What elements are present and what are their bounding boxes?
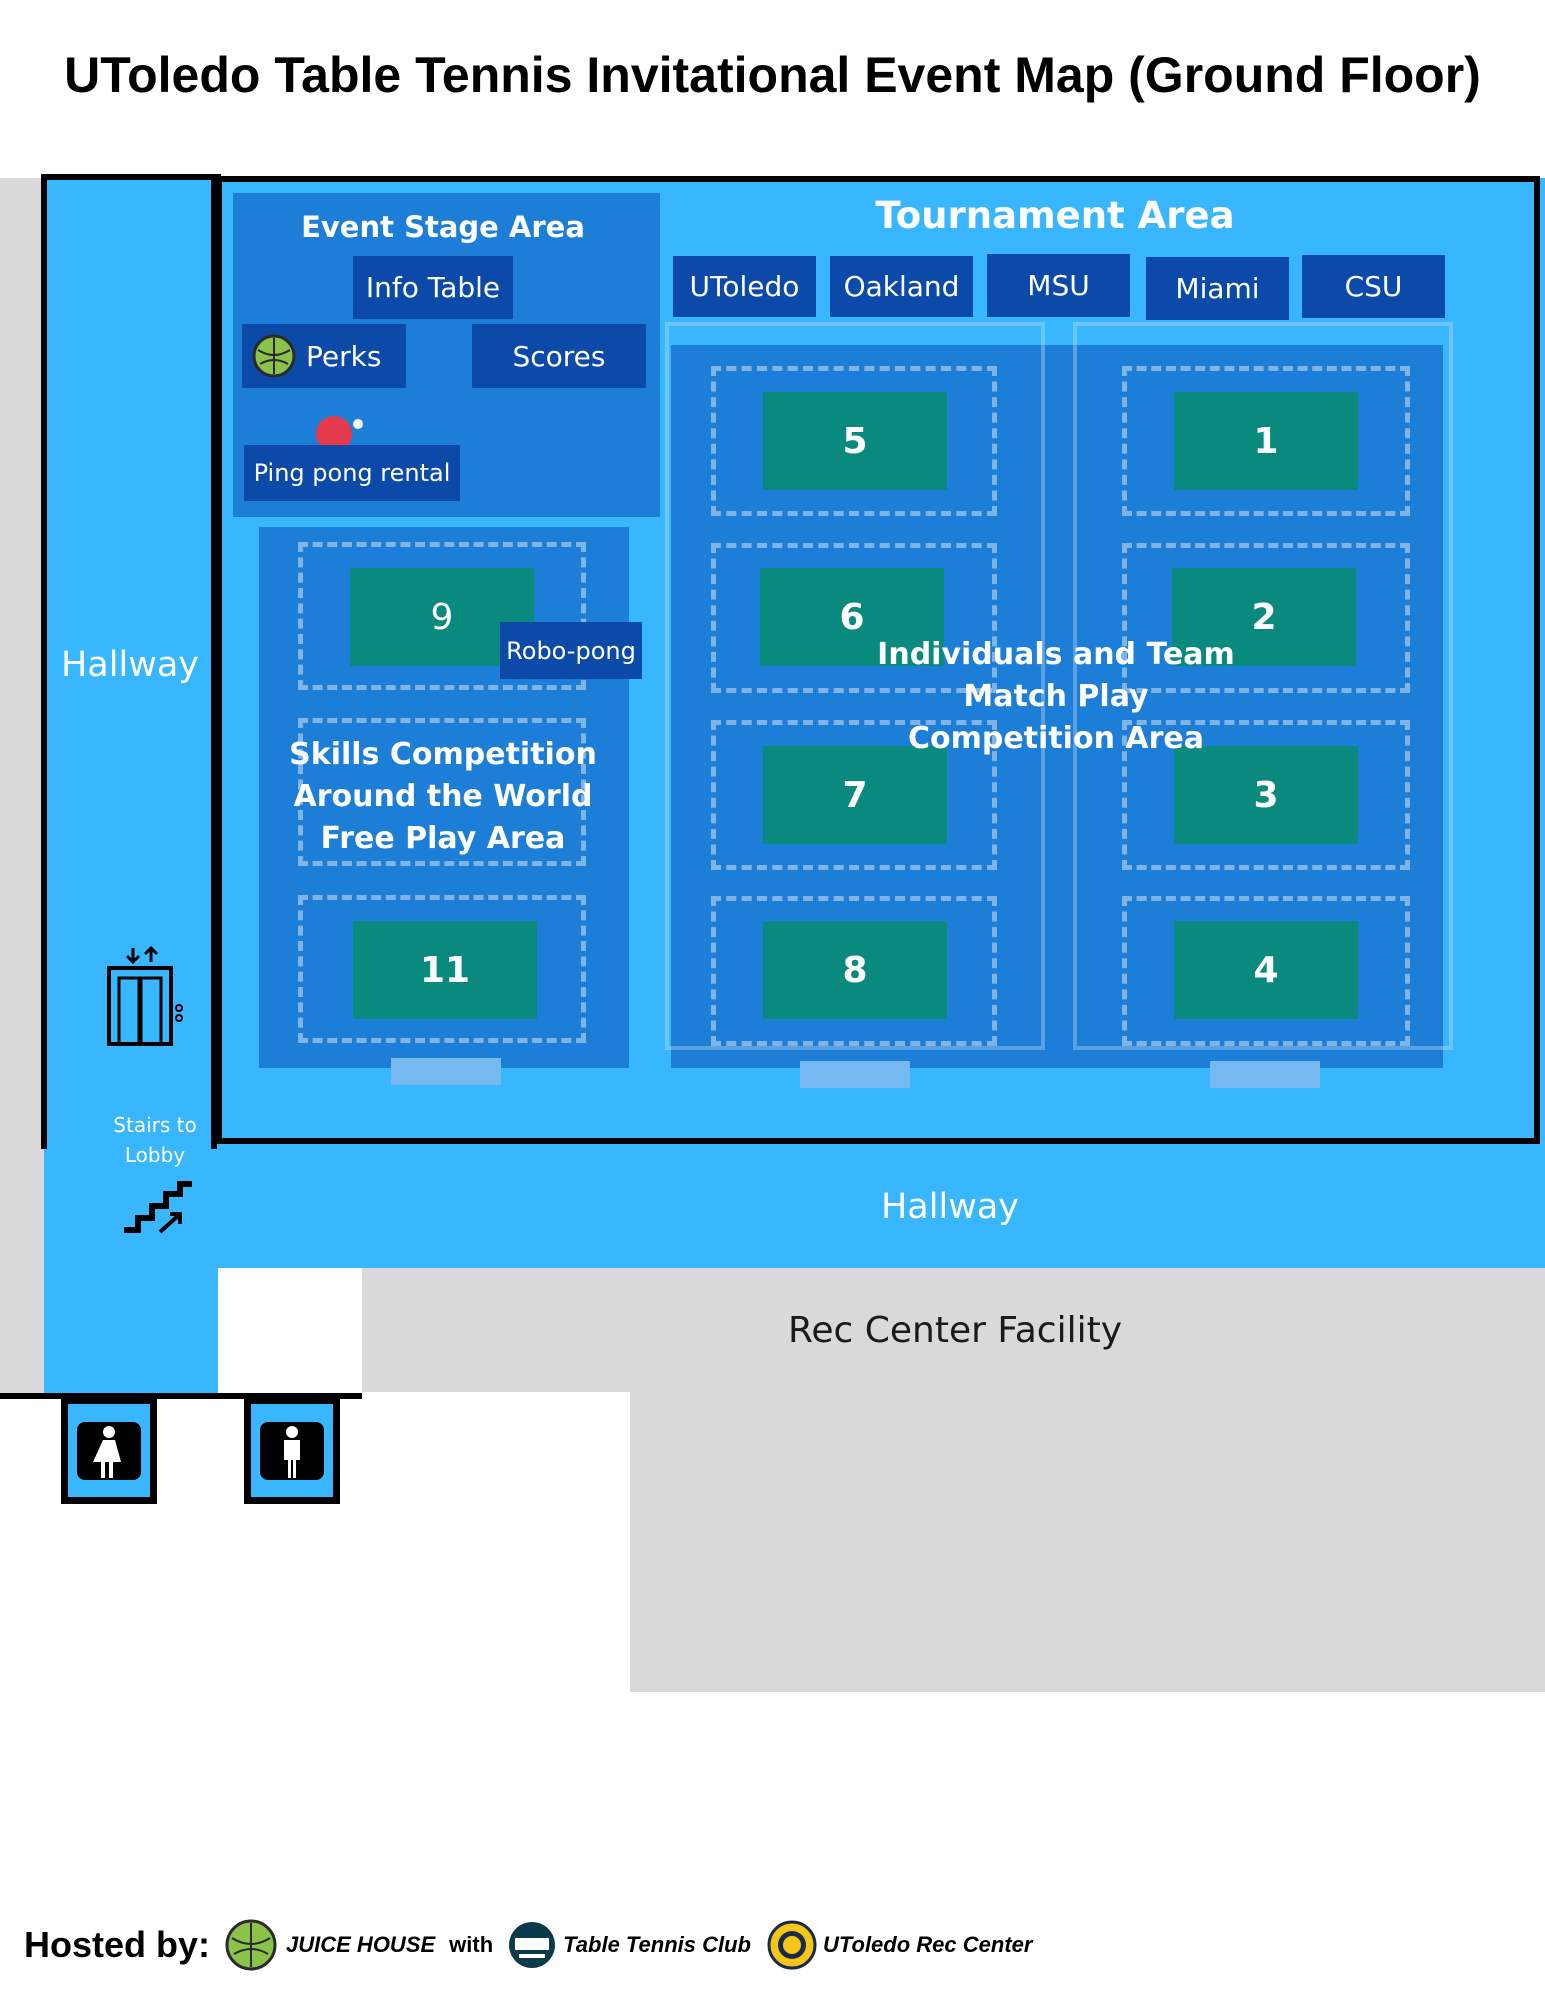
table-3: 3 bbox=[1174, 746, 1358, 844]
juice-house-logo bbox=[224, 1918, 278, 1972]
mens-restroom bbox=[244, 1397, 340, 1504]
court-bench-right bbox=[1210, 1061, 1320, 1088]
womens-restroom-icon bbox=[77, 1422, 141, 1480]
wall-top bbox=[41, 174, 221, 180]
table-7: 7 bbox=[763, 746, 947, 844]
womens-restroom bbox=[61, 1397, 157, 1504]
court-outline-right bbox=[1073, 322, 1453, 1050]
skills-label: Skills Competition Around the World Free… bbox=[268, 734, 618, 860]
table-11: 11 bbox=[353, 921, 537, 1019]
elevator-icon bbox=[105, 940, 185, 1050]
wall-inner bbox=[211, 174, 217, 1149]
hallway-bottom-label: Hallway bbox=[880, 1187, 1019, 1227]
court-lines-1 bbox=[1122, 366, 1410, 516]
court-lines-3 bbox=[1122, 720, 1410, 870]
table-4: 4 bbox=[1174, 921, 1358, 1019]
table-8: 8 bbox=[763, 921, 947, 1019]
table-6: 6 bbox=[760, 568, 944, 666]
with-label: with bbox=[449, 1932, 494, 1957]
sponsor-juice-house: JUICE HOUSE bbox=[286, 1932, 436, 1957]
rec-center-area bbox=[362, 1268, 1545, 1392]
court-lines-7 bbox=[711, 720, 997, 870]
sponsor-table-tennis-club: Table Tennis Club bbox=[563, 1932, 751, 1957]
perks-box: Perks bbox=[242, 324, 406, 388]
hallway-left-label: Hallway bbox=[60, 645, 199, 685]
court-lines-9 bbox=[298, 542, 586, 690]
table-2: 2 bbox=[1172, 568, 1356, 666]
team-msu: MSU bbox=[987, 254, 1130, 317]
page-title: UToledo Table Tennis Invitational Event … bbox=[64, 47, 1481, 103]
match-label-line2: Match Play bbox=[963, 679, 1149, 714]
stairs-icon bbox=[120, 1178, 195, 1238]
tournament-title: Tournament Area bbox=[875, 194, 1235, 237]
match-play-label: Individuals and Team Match Play Competit… bbox=[860, 634, 1252, 760]
court-lines-11 bbox=[298, 895, 586, 1043]
robo-pong-box: Robo-pong bbox=[500, 622, 642, 679]
table-5: 5 bbox=[763, 392, 947, 490]
ping-pong-rental-box: Ping pong rental bbox=[244, 445, 460, 501]
court-lines-8 bbox=[711, 896, 997, 1046]
perks-label: Perks bbox=[306, 339, 382, 373]
court-lines-10 bbox=[298, 718, 586, 866]
team-csu: CSU bbox=[1302, 255, 1445, 318]
court-lines-2 bbox=[1122, 543, 1410, 693]
table-tennis-club-logo bbox=[507, 1920, 557, 1970]
utoledo-rec-center-logo bbox=[767, 1920, 817, 1970]
court-outline-left bbox=[665, 322, 1045, 1050]
court-lines-6 bbox=[711, 543, 997, 693]
team-row: UToledo Oakland MSU Miami CSU bbox=[673, 254, 1445, 320]
mens-restroom-icon bbox=[260, 1422, 324, 1480]
scores-box: Scores bbox=[472, 324, 646, 388]
match-label-line3: Competition Area bbox=[908, 721, 1204, 756]
hall-top-right bbox=[1536, 178, 1545, 1143]
hosted-by-label: Hosted by: bbox=[24, 1924, 211, 1965]
team-miami: Miami bbox=[1146, 257, 1289, 320]
match-label-line1: Individuals and Team bbox=[877, 637, 1235, 672]
footer: Hosted by: JUICE HOUSE with Table Tennis… bbox=[24, 1915, 1224, 1975]
stairs-label: Stairs to Lobby bbox=[113, 1113, 197, 1167]
rec-center-lower bbox=[630, 1390, 1545, 1692]
skills-label-line1: Skills Competition bbox=[289, 737, 597, 772]
court-lines-5 bbox=[711, 366, 997, 516]
skills-label-line3: Free Play Area bbox=[320, 821, 566, 856]
rec-center-label: Rec Center Facility bbox=[787, 1309, 1123, 1351]
juice-house-logo bbox=[252, 334, 296, 378]
court-bench-mid bbox=[800, 1061, 910, 1088]
wall-bottom bbox=[0, 1393, 362, 1399]
court-bench-left bbox=[391, 1058, 501, 1085]
hallway-bottom bbox=[44, 1143, 1545, 1268]
wall-left bbox=[41, 174, 47, 1149]
sponsor-utoledo-rec-center: UToledo Rec Center bbox=[823, 1932, 1033, 1957]
left-grey-strip bbox=[0, 178, 44, 1393]
team-utoledo: UToledo bbox=[673, 256, 816, 317]
team-oakland: Oakland bbox=[830, 256, 973, 317]
court-lines-4 bbox=[1122, 896, 1410, 1046]
info-table-box: Info Table bbox=[353, 256, 513, 319]
table-1: 1 bbox=[1174, 392, 1358, 490]
skills-label-line2: Around the World bbox=[293, 779, 593, 814]
event-stage-title: Event Stage Area bbox=[301, 210, 585, 244]
